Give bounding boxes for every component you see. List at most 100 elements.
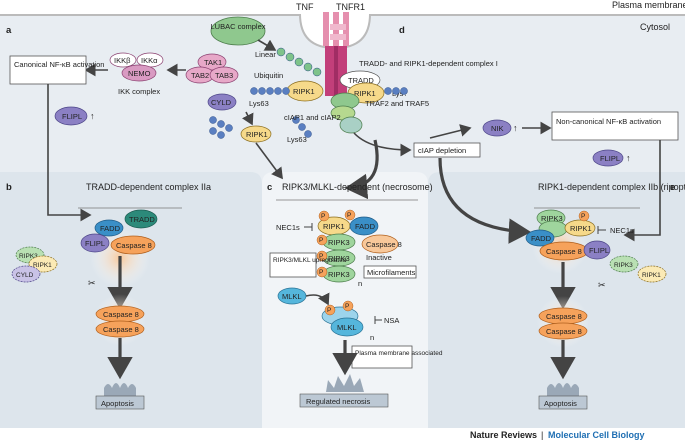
p-c1: P: [321, 213, 325, 220]
n-c1: n: [358, 279, 362, 288]
panel-b-title: TRADD-dependent complex IIa: [86, 182, 211, 192]
pm-associated-label: Plasma membrane associated: [355, 350, 443, 357]
cyld-to-ripk1-arrow: [241, 111, 254, 126]
ripk3-c3-label: RIPK3: [328, 270, 350, 279]
p-c7: P: [345, 303, 349, 310]
ripk3-e-free-label: RIPK3: [614, 262, 633, 269]
necrosis-box: [299, 393, 389, 408]
ciap-depletion-box: [413, 142, 481, 158]
tak1-complex: TAK1 TAB2 TAB3: [185, 53, 239, 84]
apoptosis-box-e: [538, 395, 588, 410]
nik-label: NIK: [491, 124, 504, 133]
mlkl-oligo-label: MLKL: [337, 323, 357, 332]
necrosis-icon: [326, 374, 364, 392]
ubiquitin-label: Ubiquitin: [254, 71, 283, 80]
ripk1-c-label: RIPK1: [323, 222, 345, 231]
casp8-b-top-label: Caspase 8: [103, 310, 139, 319]
lys-label: Lys?: [392, 89, 408, 98]
nik: [482, 119, 512, 137]
tak1-label: TAK1: [204, 58, 222, 67]
lys63b-label: Lys63: [287, 135, 307, 144]
scissors-e-icon: ✂: [598, 280, 606, 290]
complexI-to-necrosome-arrow: [344, 139, 379, 200]
panel-label-e: e: [670, 182, 675, 193]
fadd-b-label: FADD: [100, 224, 121, 233]
cytosol-label: Cytosol: [640, 22, 670, 32]
nemo-label: NEMO: [128, 69, 151, 78]
plasma-membrane-label: Plasma membrane: [612, 0, 685, 10]
apoptosis-box-b: [95, 395, 145, 410]
flip-a: [54, 106, 88, 126]
casp8-b-dimer-bottom: [95, 320, 145, 338]
casp8-e-dimer-bottom: [538, 322, 588, 340]
scissors-b-icon: ✂: [88, 278, 96, 288]
lubac-arrow: [257, 39, 277, 51]
casp8-e-bottom-label: Caspase 8: [546, 327, 582, 336]
ripk1-a-label: RIPK1: [246, 130, 268, 139]
microfilaments-label: Microfilaments: [367, 268, 416, 277]
cyld-a: [207, 93, 237, 111]
mlkl-oligomer: MLKL P P: [321, 300, 364, 337]
apoptosis-icon-e: [547, 383, 579, 398]
noncanonical-box: [551, 111, 679, 141]
casp8-e-label: Caspase 8: [546, 247, 582, 256]
ciap-label: cIAP1 and cIAP2: [284, 113, 341, 122]
n-c2: n: [370, 333, 374, 342]
flip-a-label: FLIPL: [62, 112, 82, 121]
flip-d-label: FLIPL: [600, 154, 620, 163]
footer-separator: |: [541, 430, 543, 440]
flip-d: [592, 149, 624, 167]
apoptosis-icon-b: [104, 383, 136, 398]
ikk-complex-label: IKK complex: [118, 87, 160, 96]
ripk1-b-label: RIPK1: [33, 262, 52, 269]
ripk1-label-d1: RIPK1: [293, 87, 315, 96]
necrosis-label: Regulated necrosis: [306, 397, 370, 406]
depletion-to-nik-arrow: [429, 124, 472, 139]
mlkl-arrow: [305, 292, 330, 306]
p-c4: P: [319, 253, 323, 260]
tab2-label: TAB2: [191, 71, 209, 80]
nfkb-to-complexIIa-arrow: [47, 84, 92, 222]
lys63-label: Lys63: [249, 99, 269, 108]
casp8-e-top-label: Caspase 8: [546, 312, 582, 321]
depletion-to-ripoptosome-arrow: [438, 157, 532, 244]
noncanonical-label: Non-canonical NF-κB activation: [556, 117, 661, 126]
ikka-label: IKKα: [141, 56, 158, 65]
flip-b-label: FLIPL: [85, 239, 105, 248]
ripk1-label-d2: RIPK1: [354, 89, 376, 98]
nsa-label: NSA: [384, 316, 399, 325]
lubac-label: LUBAC complex: [210, 22, 265, 31]
tnfr1-label: TNFR1: [336, 2, 365, 12]
up-arrow-a: ↑: [90, 111, 95, 121]
tradd-label-d: TRADD: [348, 76, 374, 85]
panel-label-d: d: [399, 25, 405, 36]
panel-e-title: RIPK1-dependent complex IIb (ripoptosome…: [538, 182, 685, 192]
p-c2: P: [347, 212, 351, 219]
panel-c-title: RIPK3/MLKL-dependent (necrosome): [282, 182, 433, 192]
flip-b: [80, 233, 110, 253]
necrosome: RIPK1 FADD RIPK3 RIPK3 RIPK3 Caspase 8 I…: [316, 209, 402, 288]
mlkl-c-label: MLKL: [282, 292, 302, 301]
complex-i-title: TRADD- and RIPK1-dependent complex I: [359, 59, 498, 68]
ripk1-e-free-label: RIPK1: [642, 272, 661, 279]
fadd-b: [94, 219, 124, 237]
ripk3-mlkl-upregulated-box: [269, 252, 317, 278]
flip-e-label: FLIPL: [589, 246, 609, 255]
p-c6: P: [327, 307, 331, 314]
ripk3-e-label: RIPK3: [541, 214, 563, 223]
nec1s-c-label: NEC1s: [276, 223, 300, 232]
canonical-nfkb-label: Canonical NF-κB activation: [14, 60, 104, 69]
ripk1-e-free: [637, 265, 667, 283]
casp8-b: [110, 235, 156, 255]
ripk1-to-necrosome-arrow: [255, 142, 283, 180]
upregulated-label: RIPK3/MLKL upregulated: [273, 257, 347, 264]
fadd-e: [525, 229, 555, 247]
casp8-b-label: Caspase 8: [116, 241, 152, 250]
tab3-label: TAB3: [215, 71, 233, 80]
tradd-b: [124, 209, 158, 229]
up-arrow-d: ↑: [513, 123, 518, 133]
cyld-a-label: CYLD: [211, 98, 232, 107]
fadd-e-label: FADD: [531, 234, 552, 243]
